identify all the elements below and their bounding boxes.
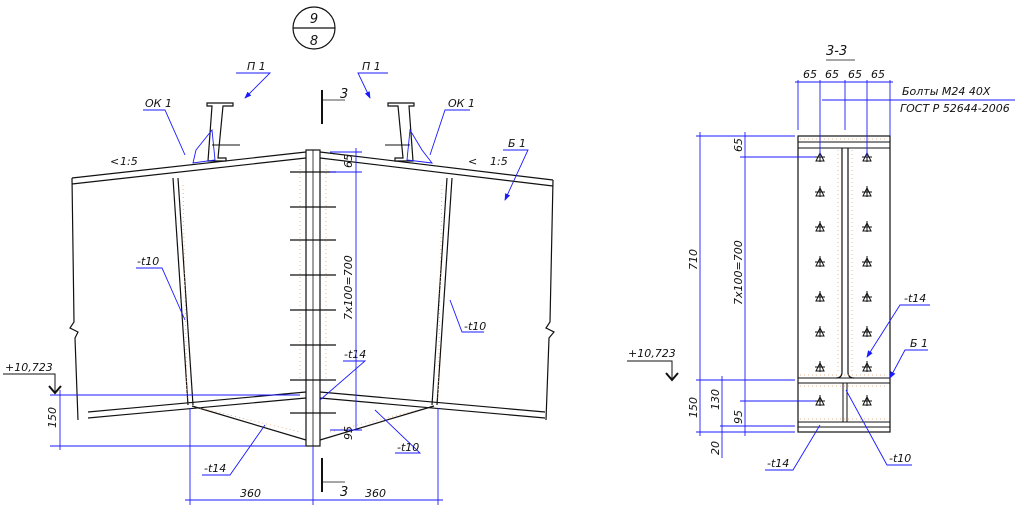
purlin-left <box>192 102 240 164</box>
view-marker-top: 9 <box>310 12 318 27</box>
dim-haunch-height: 150 <box>46 407 59 428</box>
dim-section-flange: 20 <box>709 441 722 455</box>
bolt-icon <box>815 291 825 302</box>
label-support-right: ОК 1 <box>448 97 475 110</box>
label-section-plate-top: -t14 <box>904 292 926 305</box>
label-section-plate-bottom: -t14 <box>767 457 789 470</box>
label-purlin-right: П 1 <box>362 60 381 73</box>
label-purlin-left: П 1 <box>247 60 266 73</box>
bolt-icon <box>862 395 872 406</box>
label-haunch-right: -t10 <box>397 441 419 454</box>
dim-bolt-pitch: 7x100=700 <box>342 255 355 320</box>
bolt-icon <box>862 221 872 232</box>
bolt-icon <box>862 361 872 372</box>
dim-bolt-spacing-3: 65 <box>848 68 862 81</box>
section-marker-label: 3 <box>340 485 348 500</box>
left-view-labels: П 1 П 1 ОК 1 ОК 1 Б 1 < 1:5 < 1:5 -t10 -… <box>110 60 526 475</box>
bolt-icon <box>815 395 825 406</box>
bolt-icon <box>815 221 825 232</box>
dim-section-haunch-web: 130 <box>709 389 722 410</box>
section-bolts <box>815 151 872 406</box>
truss-node-view <box>69 72 555 476</box>
dim-half-span-right: 360 <box>365 487 386 500</box>
bolt-row <box>290 171 336 414</box>
section-marker-bottom: 3 <box>321 458 348 500</box>
section-marker-label: 3 <box>340 87 348 102</box>
section-3-3: 3-3 65 65 65 65 Болты М24 40Х ГОС <box>627 44 1015 471</box>
bolt-note-line-1: Болты М24 40Х <box>902 85 991 98</box>
bolt-icon <box>815 326 825 337</box>
bolt-icon <box>862 256 872 267</box>
elevation-mark-right: +10,723 <box>628 347 676 360</box>
dim-section-top-offset: 65 <box>732 138 745 152</box>
label-slope-left: 1:5 <box>120 155 138 168</box>
bolt-icon <box>815 186 825 197</box>
bolt-icon <box>862 186 872 197</box>
label-support-left: ОК 1 <box>145 97 172 110</box>
label-stiffener-right: -t10 <box>464 320 486 333</box>
slope-sign-left: < <box>110 155 119 168</box>
label-slope-right: 1:5 <box>490 155 508 168</box>
dim-bolt-spacing-1: 65 <box>803 68 817 81</box>
dim-bottom-offset: 95 <box>342 426 355 440</box>
dim-total-height: 710 <box>687 249 700 270</box>
dim-bolt-spacing-2: 65 <box>825 68 839 81</box>
bolt-icon <box>862 326 872 337</box>
label-beam: Б 1 <box>508 137 526 150</box>
purlin-right <box>385 102 434 164</box>
section-marker-top: 3 <box>321 87 348 124</box>
elevation-mark-left: +10,723 <box>5 361 53 374</box>
slope-sign-right: < <box>468 155 477 168</box>
view-marker: 9 8 <box>292 6 336 50</box>
dim-section-haunch-height: 150 <box>687 397 700 418</box>
label-section-web: -t10 <box>889 452 911 465</box>
left-dimensions: 65 7x100=700 95 150 360 360 +10,723 <box>3 148 443 505</box>
dim-bolt-spacing-4: 65 <box>871 68 885 81</box>
section-dimensions: 65 65 65 65 Болты М24 40Х ГОСТ Р 52644-2… <box>627 68 1015 458</box>
bolt-icon <box>815 256 825 267</box>
dim-section-bolt-pitch: 7x100=700 <box>732 240 745 305</box>
bolt-note-line-2: ГОСТ Р 52644-2006 <box>900 102 1010 115</box>
bolt-icon <box>862 291 872 302</box>
dim-half-span-left: 360 <box>240 487 261 500</box>
dim-section-bottom-offset: 95 <box>732 410 745 424</box>
dim-top-offset: 65 <box>342 154 355 168</box>
label-stiffener-left: -t10 <box>137 255 159 268</box>
label-haunch-left: -t14 <box>204 462 226 475</box>
bolt-icon <box>815 361 825 372</box>
section-title: 3-3 <box>826 44 847 59</box>
view-marker-bottom: 8 <box>310 34 318 49</box>
label-plate-center: -t14 <box>344 348 366 361</box>
label-section-beam: Б 1 <box>910 337 928 350</box>
